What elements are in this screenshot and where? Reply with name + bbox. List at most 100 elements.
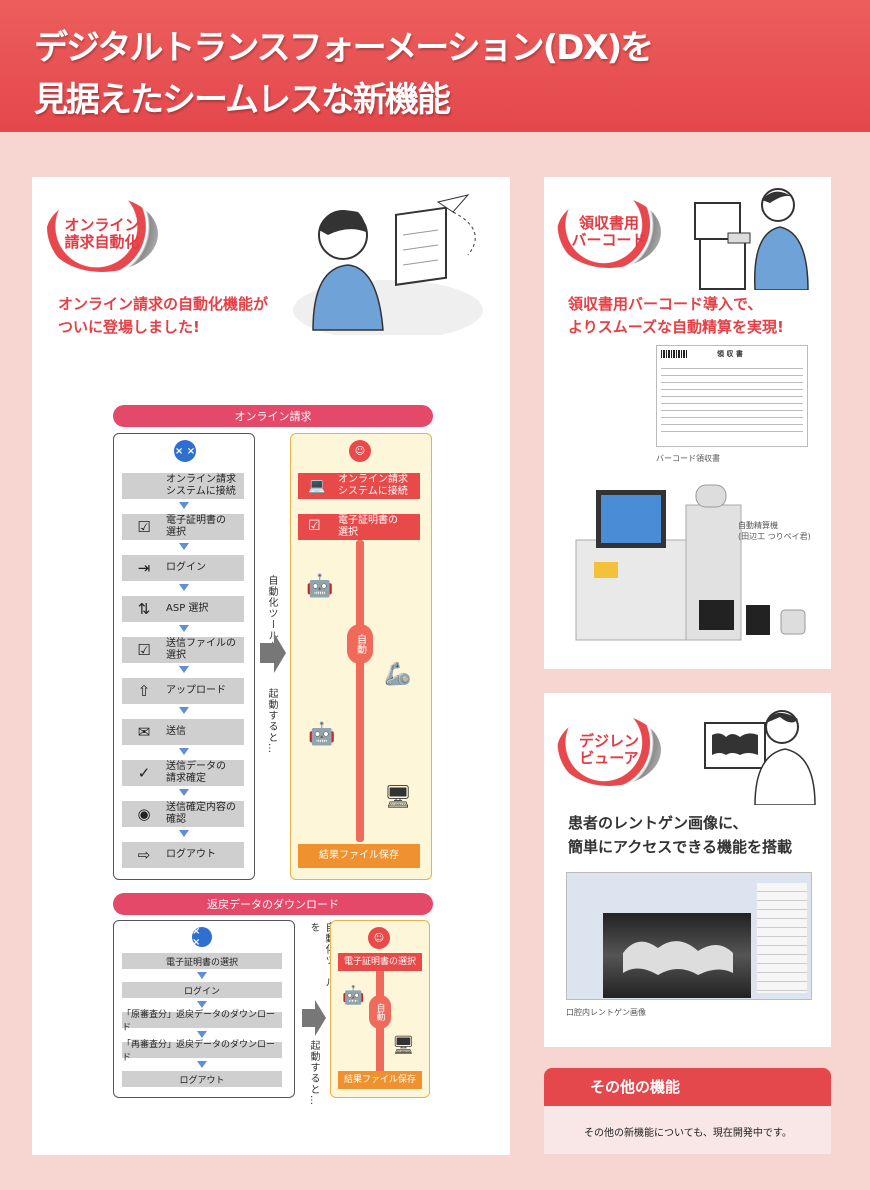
doctor-viewing-xray-illustration xyxy=(704,710,816,805)
eye-icon: ◉ xyxy=(137,805,151,823)
checkbox-icon: ☑ xyxy=(308,518,321,534)
online-flow-bar: オンライン請求 xyxy=(113,405,433,427)
download-side-label-2: 起動すると… xyxy=(308,1040,319,1106)
receipt-badge-line2: バーコード xyxy=(571,231,647,249)
barcode-receipt-image: 領 収 書 xyxy=(656,345,808,447)
other-title-bar xyxy=(544,1068,831,1106)
manual-step-1-label: オンライン請求 システムに接続 xyxy=(166,474,236,497)
robot-icon: 🤖 xyxy=(342,985,365,1006)
checkbox-icon: ☑ xyxy=(137,518,151,536)
download-auto-result: 結果ファイル保存 xyxy=(338,1071,422,1089)
sad-face-icon: × × xyxy=(174,440,196,462)
smile-face-icon: ☺ xyxy=(349,440,371,462)
manual-step-2: 電子証明書の 選択 xyxy=(122,514,244,540)
viewer-badge-line2: ビューア xyxy=(579,749,639,767)
receipt-badge-line1: 領収書用 xyxy=(578,213,639,232)
online-badge-line2: 請求自動化 xyxy=(64,233,140,251)
header-title-line2: 見据えたシームレスな新機能 xyxy=(34,80,451,120)
manual-step-9-label: 送信確定内容の 確認 xyxy=(166,802,236,825)
viewer-badge-line1: デジレン xyxy=(578,731,639,750)
down-arrow-icon xyxy=(179,830,189,837)
person-at-computer-illustration xyxy=(293,194,483,335)
robot-laptop-icon: 🖥 xyxy=(392,1035,415,1056)
manual-step-7: 送信 xyxy=(122,719,244,745)
manual-step-1: オンライン請求 システムに接続 xyxy=(122,473,244,499)
down-arrow-icon xyxy=(179,584,189,591)
auto-step-2: 電子証明書の 選択 xyxy=(298,514,420,540)
manual-step-5-label: 送信ファイルの 選択 xyxy=(166,638,236,661)
receipt-lead: 領収書用バーコード導入で、 よりスムーズな自動精算を実現! xyxy=(568,295,784,336)
download-side-label-1: 自動化ツールを xyxy=(308,922,334,988)
barcode-icon xyxy=(661,350,687,358)
manual-step-10: ログアウト xyxy=(122,842,244,868)
manual-step-10-label: ログアウト xyxy=(166,849,216,860)
auto-progress-line xyxy=(356,540,364,842)
machine-caption: 自動精算機 (田辺工 つりペイ君) xyxy=(738,521,811,541)
manual-step-3: ログイン xyxy=(122,555,244,581)
robot-icon: 🤖 xyxy=(306,574,334,599)
auto-result: 結果ファイル保存 xyxy=(298,844,420,868)
tooth-chart-panel xyxy=(757,883,807,993)
download-step-4: 「再審査分」返戻データのダウンロード xyxy=(122,1040,282,1063)
download-manual-box xyxy=(113,920,295,1098)
download-auto-step: 電子証明書の選択 xyxy=(338,953,422,971)
online-side-label-1: 自動化ツールを xyxy=(266,575,277,652)
check-circle-icon: ✓ xyxy=(137,764,151,782)
viewer-caption: 口腔内レントゲン画像 xyxy=(566,1008,646,1017)
robot-icon: 🤖 xyxy=(308,722,336,747)
down-arrow-icon xyxy=(179,707,189,714)
online-side-label-2: 起動すると… xyxy=(266,688,277,754)
down-arrow-icon xyxy=(179,748,189,755)
manual-step-2-label: 電子証明書の 選択 xyxy=(166,515,226,538)
other-body xyxy=(544,1106,831,1154)
auto-step-1-label: オンライン請求 システムに接続 xyxy=(338,474,408,497)
download-step-2: ログイン xyxy=(122,982,282,998)
manual-step-4-label: ASP 選択 xyxy=(166,603,209,614)
viewer-lead: 患者のレントゲン画像に、 簡単にアクセスできる機能を搭載 xyxy=(568,814,792,856)
receipt-badge: 領収書用バーコード xyxy=(557,196,661,268)
down-arrow-icon xyxy=(179,789,189,796)
manual-step-3-label: ログイン xyxy=(166,562,206,573)
online-badge-line1: オンライン xyxy=(64,215,140,234)
smile-face-icon: ☺ xyxy=(368,927,390,949)
other-title: その他の機能 xyxy=(590,1078,681,1096)
checkbox-icon: ☑ xyxy=(137,641,151,659)
upload-icon: ⇧ xyxy=(137,682,151,700)
manual-step-6-label: アップロード xyxy=(166,685,226,696)
auto-label: 自動 xyxy=(347,624,373,664)
xray-image xyxy=(603,913,751,998)
right-arrow-icon xyxy=(302,1000,326,1036)
down-arrow-icon xyxy=(197,1061,207,1068)
envelope-icon: ✉ xyxy=(137,723,151,741)
online-lead: オンライン請求の自動化機能が ついに登場しました! xyxy=(58,295,269,336)
robot-laptop-icon: 🖥 xyxy=(384,785,412,810)
download-flow-bar: 返戻データのダウンロード xyxy=(113,893,433,915)
auto-step-2-label: 電子証明書の 選択 xyxy=(338,515,398,538)
logout-icon: ⇨ xyxy=(137,846,151,864)
receipt-table xyxy=(661,362,803,432)
robot-arm-icon: 🦾 xyxy=(384,662,412,687)
sad-face-icon: × × xyxy=(192,926,212,948)
manual-step-5: 送信ファイルの 選択 xyxy=(122,637,244,663)
manual-step-6: アップロード xyxy=(122,678,244,704)
laptop-icon: 💻 xyxy=(308,478,326,494)
other-text: その他の新機能についても、現在開発中です。 xyxy=(584,1128,792,1139)
down-arrow-icon xyxy=(197,1001,207,1008)
manual-step-7-label: 送信 xyxy=(166,726,186,737)
online-badge: オンライン請求自動化 xyxy=(46,196,158,272)
header-banner: デジタルトランスフォーメーション(DX)を 見据えたシームレスな新機能 xyxy=(0,0,870,132)
header-title-line1: デジタルトランスフォーメーション(DX)を xyxy=(34,28,654,68)
download-step-5: ログアウト xyxy=(122,1071,282,1087)
viewer-badge: デジレンビューア xyxy=(557,714,661,786)
down-arrow-icon xyxy=(179,543,189,550)
right-arrow-icon xyxy=(260,633,286,673)
auto-payment-machine-image xyxy=(575,484,806,641)
login-icon: ⇥ xyxy=(137,559,151,577)
down-arrow-icon xyxy=(179,666,189,673)
receipt-doc-title: 領 収 書 xyxy=(717,350,743,358)
auto-step-1: オンライン請求 システムに接続 xyxy=(298,473,420,499)
down-arrow-icon xyxy=(197,1031,207,1038)
down-arrow-icon xyxy=(197,972,207,979)
down-arrow-icon xyxy=(179,625,189,632)
download-auto-label: 自動 xyxy=(369,995,391,1029)
